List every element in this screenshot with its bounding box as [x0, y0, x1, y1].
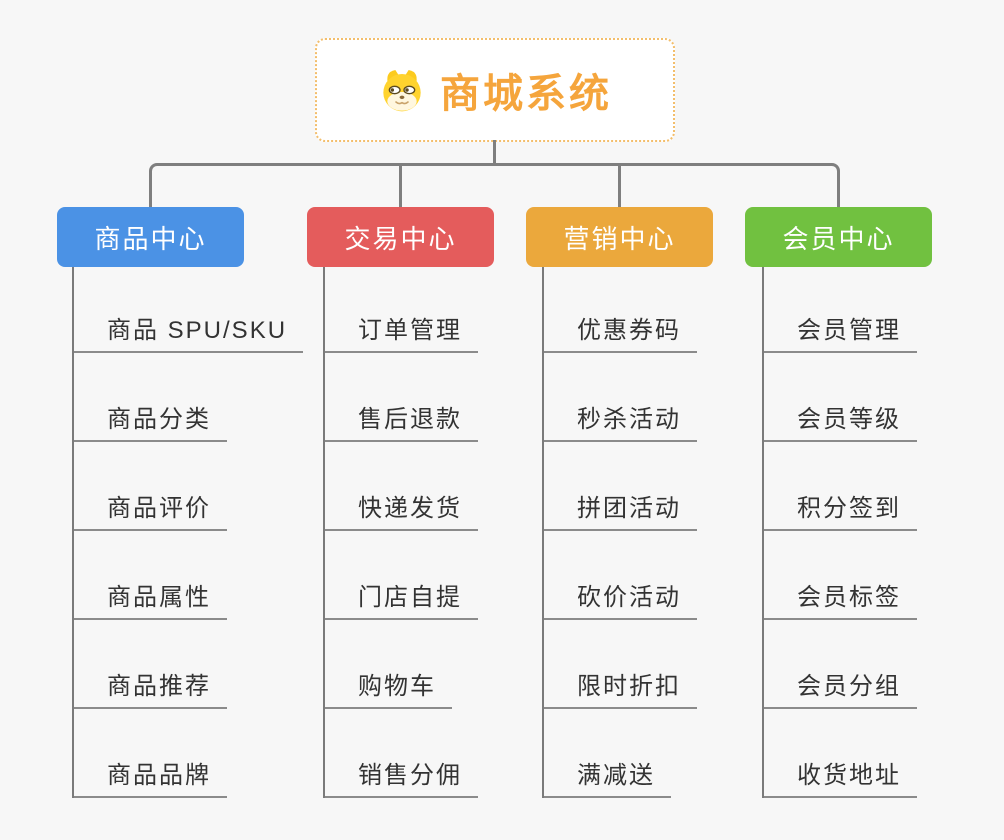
leaf-node[interactable]: 拼团活动 [544, 442, 697, 531]
leaf-node[interactable]: 会员标签 [764, 531, 917, 620]
leaf-node[interactable]: 优惠券码 [544, 267, 697, 353]
connector-root-stub [493, 140, 496, 164]
leaf-node[interactable]: 秒杀活动 [544, 353, 697, 442]
leaf-node[interactable]: 商品品牌 [74, 709, 227, 798]
leaf-node[interactable]: 会员等级 [764, 353, 917, 442]
leaf-node[interactable]: 限时折扣 [544, 620, 697, 709]
leaf-node[interactable]: 售后退款 [325, 353, 478, 442]
branch-column-member-center: 会员管理 会员等级 积分签到 会员标签 会员分组 收货地址 [762, 267, 917, 798]
branch-column-trade-center: 订单管理 售后退款 快递发货 门店自提 购物车 销售分佣 [323, 267, 478, 798]
root-title: 商城系统 [440, 72, 612, 116]
branch-node-member-center[interactable]: 会员中心 [745, 207, 932, 267]
connector-bus [149, 163, 840, 208]
leaf-node[interactable]: 商品推荐 [74, 620, 227, 709]
leaf-node[interactable]: 商品属性 [74, 531, 227, 620]
branch-column-marketing-center: 优惠券码 秒杀活动 拼团活动 砍价活动 限时折扣 满减送 [542, 267, 697, 798]
leaf-node[interactable]: 购物车 [325, 620, 452, 709]
branch-column-product-center: 商品 SPU/SKU 商品分类 商品评价 商品属性 商品推荐 商品品牌 [72, 267, 304, 798]
connector-drop-trade [399, 165, 402, 208]
dog-face-icon [383, 70, 421, 112]
leaf-node[interactable]: 会员分组 [764, 620, 917, 709]
leaf-node[interactable]: 积分签到 [764, 442, 917, 531]
root-node[interactable]: 商城系统 [315, 38, 675, 142]
leaf-node[interactable]: 砍价活动 [544, 531, 697, 620]
leaf-node[interactable]: 收货地址 [764, 709, 917, 798]
leaf-node[interactable]: 门店自提 [325, 531, 478, 620]
leaf-node[interactable]: 满减送 [544, 709, 671, 798]
leaf-node[interactable]: 会员管理 [764, 267, 917, 353]
branch-node-marketing-center[interactable]: 营销中心 [526, 207, 713, 267]
branch-node-trade-center[interactable]: 交易中心 [307, 207, 494, 267]
branch-node-product-center[interactable]: 商品中心 [57, 207, 244, 267]
leaf-node[interactable]: 销售分佣 [325, 709, 478, 798]
leaf-node[interactable]: 商品评价 [74, 442, 227, 531]
leaf-node[interactable]: 快递发货 [325, 442, 478, 531]
leaf-node[interactable]: 订单管理 [325, 267, 478, 353]
leaf-node[interactable]: 商品分类 [74, 353, 227, 442]
leaf-node[interactable]: 商品 SPU/SKU [74, 267, 304, 353]
connector-drop-marketing [618, 165, 621, 208]
